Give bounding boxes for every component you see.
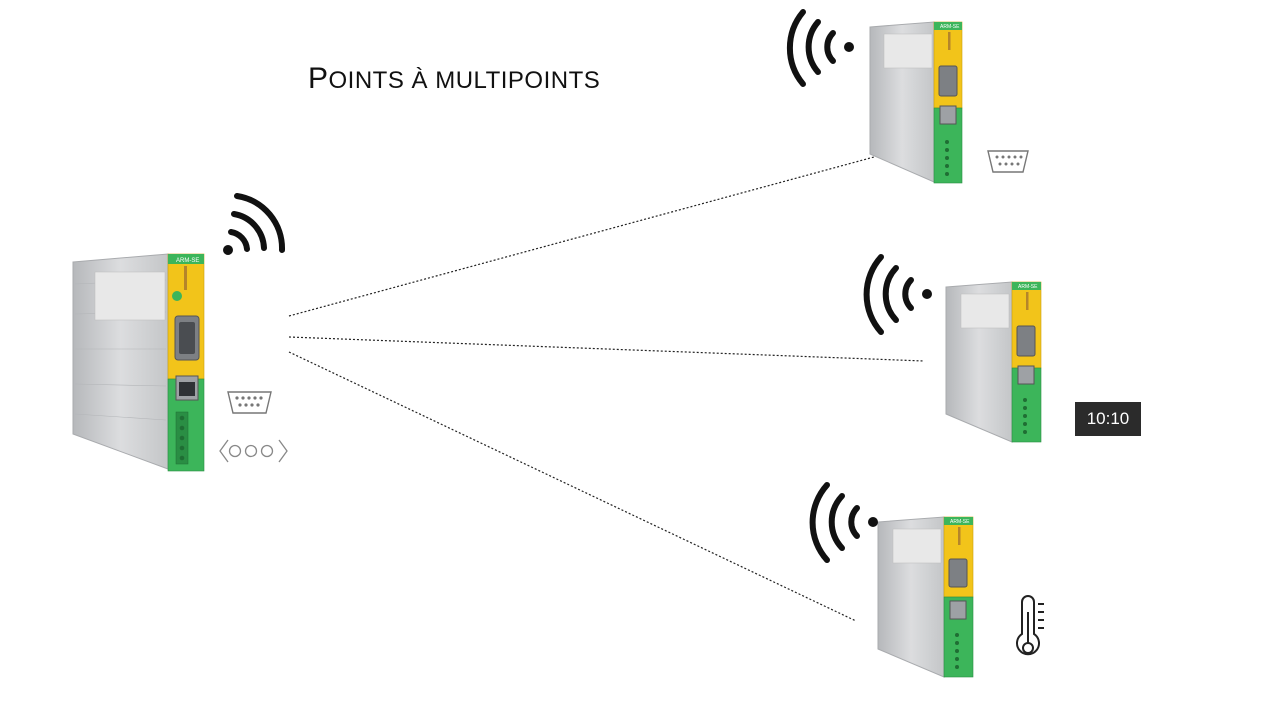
title-first-letter: P <box>308 62 329 95</box>
main-device-label: ARM-SE <box>176 258 199 264</box>
clock-badge: 10:10 <box>1075 402 1141 436</box>
main-device: ARM-SE <box>72 253 205 472</box>
serial-port-icon <box>227 391 272 414</box>
link-line-bottom <box>288 351 857 622</box>
link-line-middle <box>288 336 925 362</box>
diagram-title: Points à multipoints <box>308 62 600 96</box>
wifi-signal-icon <box>809 482 878 563</box>
remote-device-3: ARM-SE <box>877 516 974 678</box>
remote-device-2-label: ARM-SE <box>1018 284 1038 290</box>
link-line-top <box>288 156 875 317</box>
remote-device-3-label: ARM-SE <box>950 519 970 525</box>
wifi-signal-icon <box>863 254 932 335</box>
thermometer-icon <box>1016 595 1044 656</box>
network-link-icon <box>219 439 288 463</box>
remote-device-2: ARM-SE <box>945 281 1042 443</box>
title-rest: oints à multipoints <box>328 67 601 94</box>
serial-port-icon <box>987 150 1029 173</box>
remote-device-1-label: ARM-SE <box>940 24 960 30</box>
wifi-signal-icon <box>223 193 286 255</box>
remote-device-1: ARM-SE <box>869 21 963 184</box>
wifi-signal-icon <box>786 9 854 87</box>
